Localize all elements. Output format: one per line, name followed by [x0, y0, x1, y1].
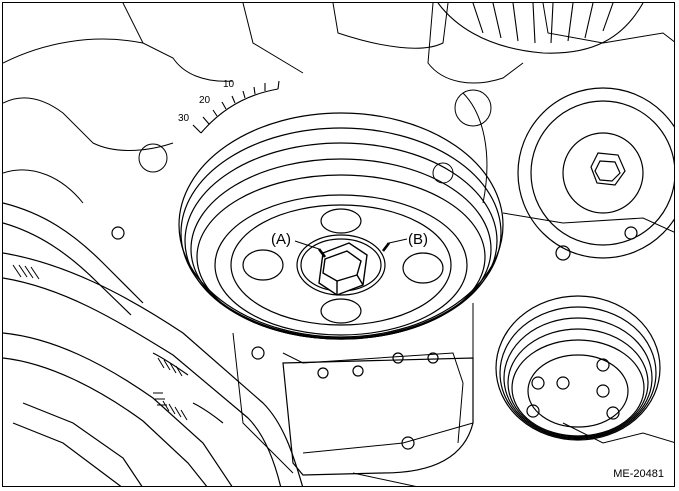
- leader-lines: [294, 238, 408, 250]
- hoses: [3, 202, 304, 486]
- engine-block-outline: [3, 3, 674, 486]
- diagram-frame: 10 20 30 (A) (B) ME-20481: [2, 2, 675, 487]
- index-marks: [317, 242, 391, 258]
- hose-hatching: [12, 264, 188, 421]
- crankshaft-bolt: [318, 242, 368, 296]
- scale-tick-20: 20: [199, 95, 211, 106]
- bolts: [111, 226, 638, 450]
- label-a: (A): [271, 231, 291, 248]
- scale-tick-30: 30: [178, 113, 190, 124]
- idler-pulley-upper: [437, 3, 644, 54]
- alternator-pulley: [517, 87, 674, 259]
- oil-pan: [282, 352, 474, 476]
- figure-code: ME-20481: [613, 468, 664, 480]
- engine-illustration: [3, 3, 674, 486]
- scale-tick-10: 10: [223, 79, 235, 90]
- crankshaft-pulley: [178, 112, 504, 340]
- timing-scale: [192, 80, 280, 134]
- water-pump-pulley: [495, 295, 661, 441]
- label-b: (B): [408, 231, 428, 248]
